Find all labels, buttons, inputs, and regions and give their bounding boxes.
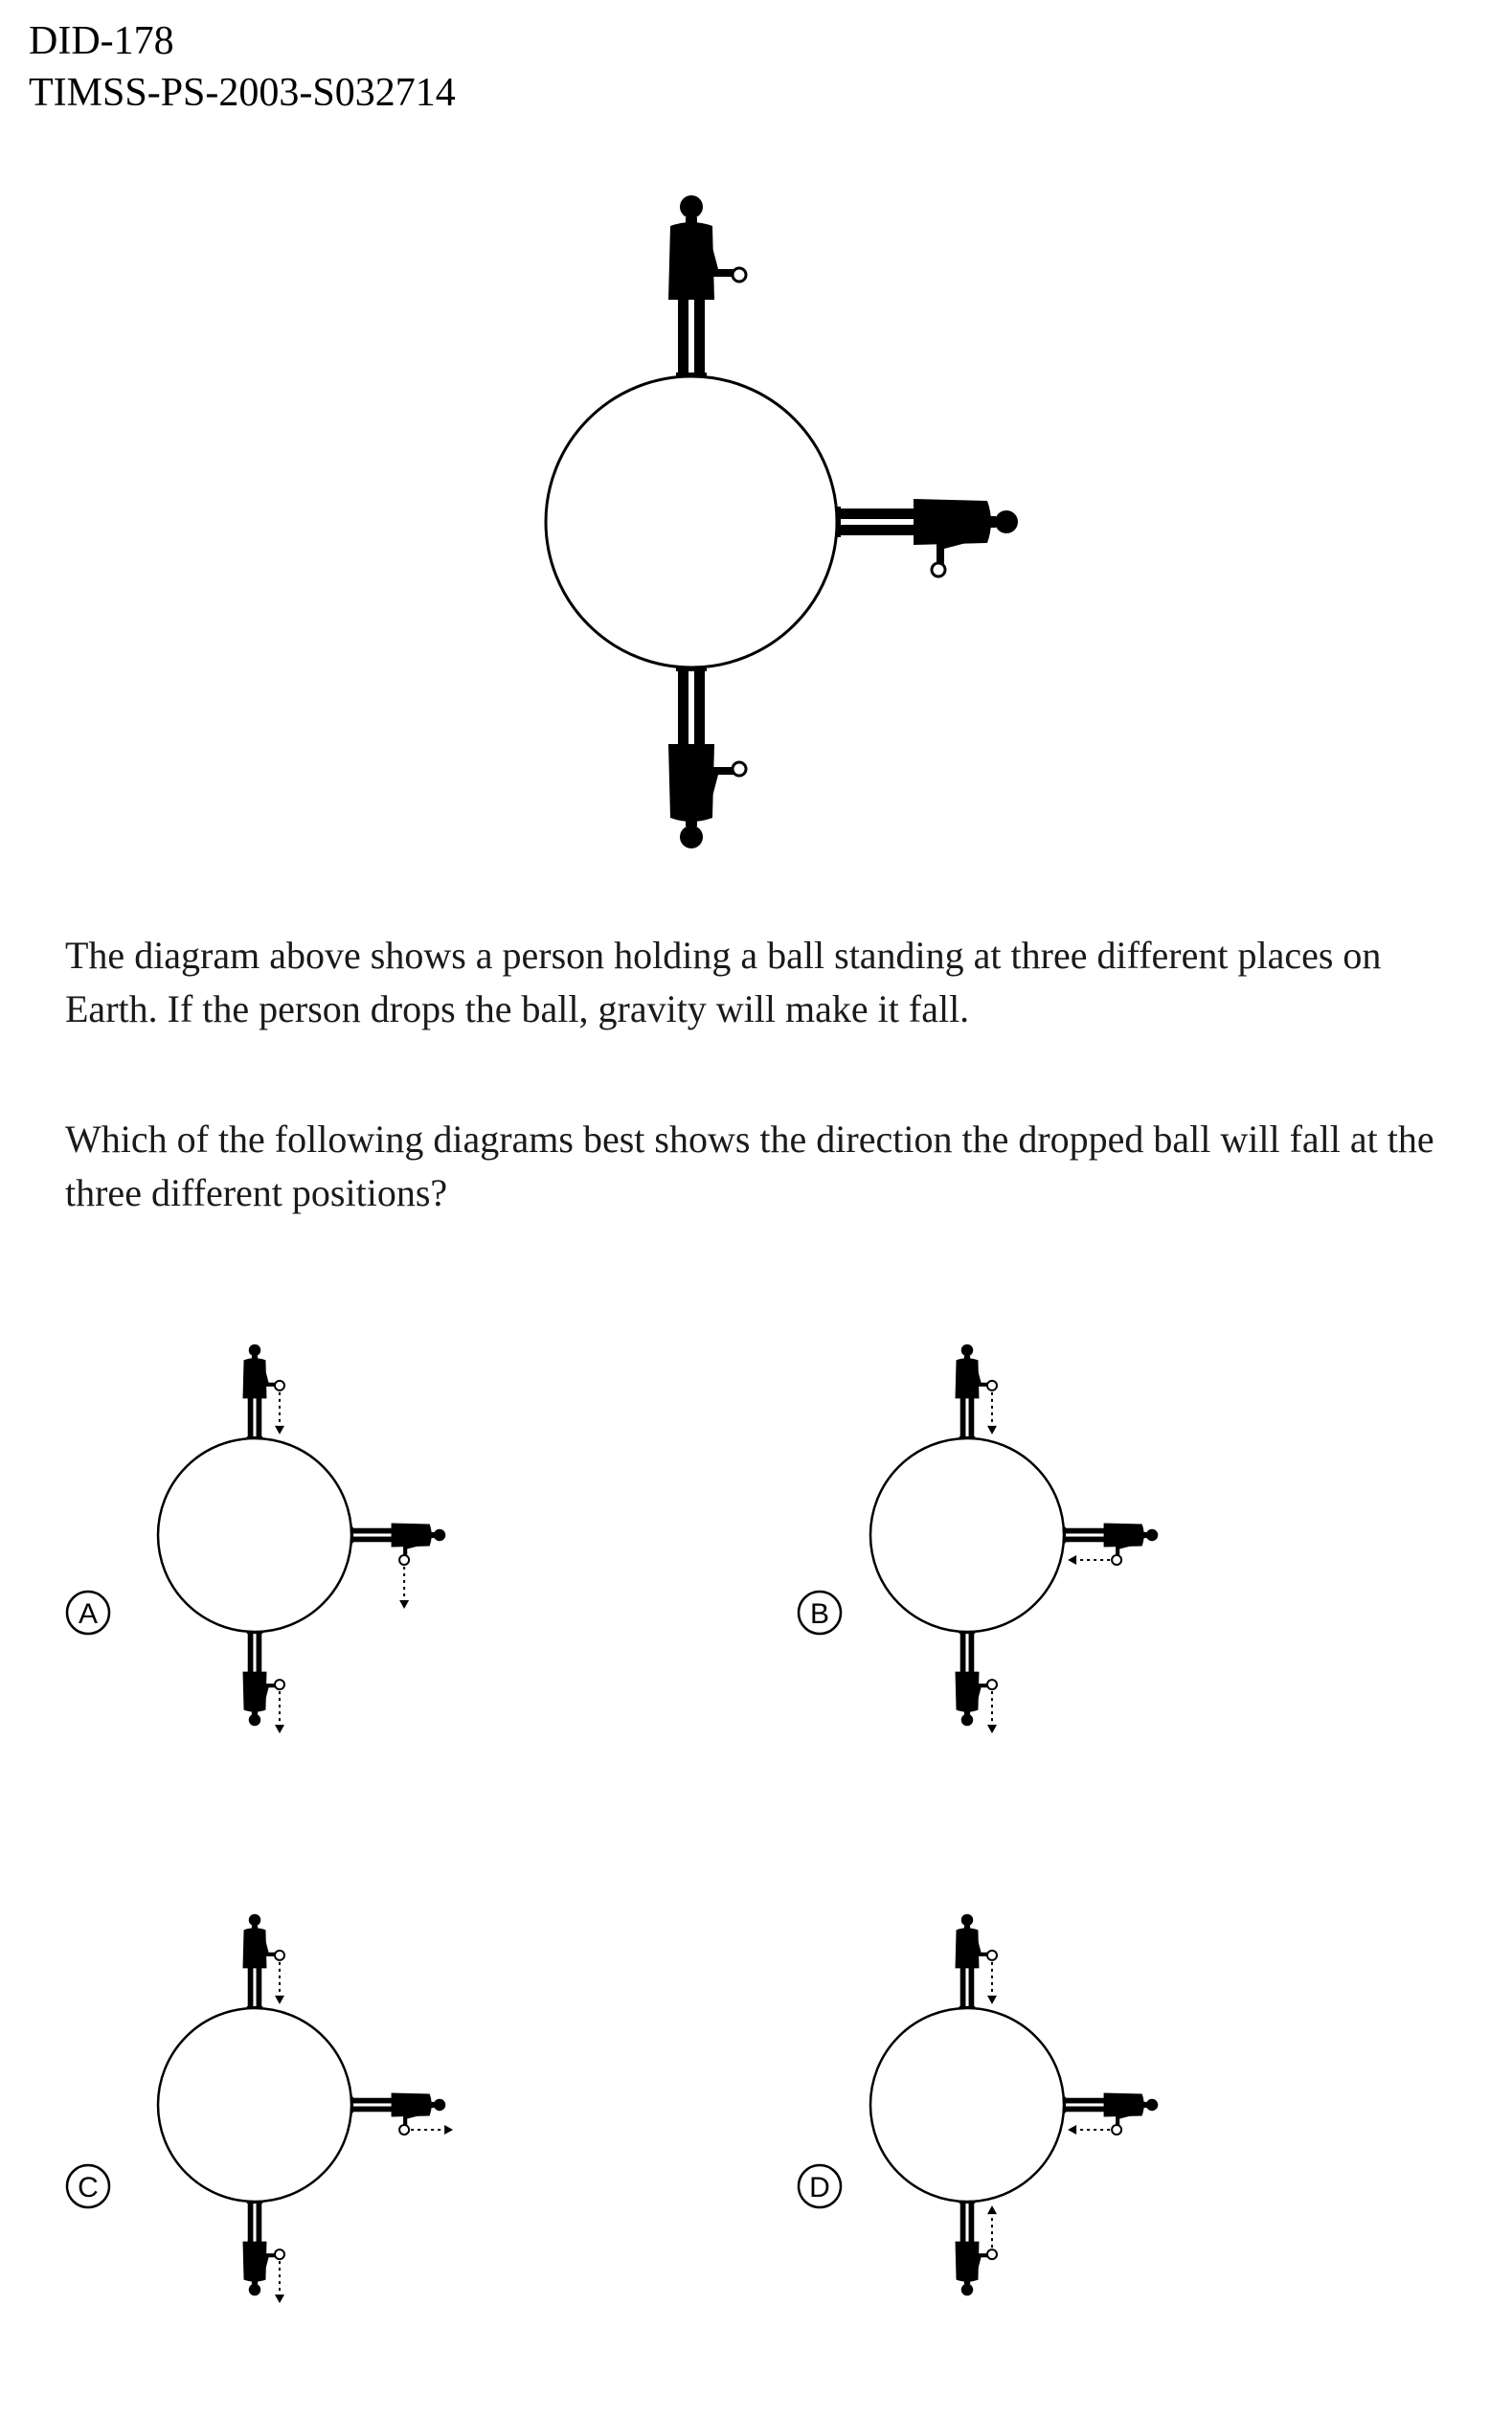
person-right <box>836 499 1018 578</box>
option-label-b[interactable]: B <box>797 1590 843 1636</box>
person-right <box>1063 2092 1159 2135</box>
ball <box>930 561 947 578</box>
option-d[interactable]: D <box>797 1913 1159 2296</box>
arrow-right <box>1068 1554 1123 1566</box>
option-letter: B <box>810 1598 829 1630</box>
ball <box>731 760 748 778</box>
option-label-a[interactable]: A <box>65 1590 111 1636</box>
person-top <box>242 1344 284 1439</box>
person-bottom <box>242 1631 284 1727</box>
person-bottom <box>955 2201 997 2296</box>
earth-circle <box>156 1436 353 1634</box>
question-paragraph-1: The diagram above shows a person holding… <box>65 934 1382 1030</box>
option-letter: D <box>809 2172 830 2203</box>
earth-circle <box>869 2006 1066 2203</box>
option-label-c[interactable]: C <box>65 2163 111 2209</box>
earth-circle <box>156 2006 353 2203</box>
person-bottom <box>955 1631 997 1727</box>
option-c[interactable]: C <box>65 1913 454 2304</box>
option-letter: A <box>79 1598 98 1630</box>
person-bottom <box>242 2201 284 2296</box>
arrow-top <box>986 1949 998 2004</box>
person-right <box>350 1523 446 1565</box>
earth-circle <box>544 374 839 669</box>
arrow-top <box>274 1949 285 2004</box>
header: DID-178 TIMSS-PS-2003-S032714 <box>29 15 456 119</box>
item-id: DID-178 <box>29 19 174 63</box>
arrow-right <box>1068 2124 1123 2136</box>
person-top <box>955 1344 997 1439</box>
person-right <box>1063 1523 1159 1565</box>
person-top <box>668 195 748 377</box>
question-paragraph-2: Which of the following diagrams best sho… <box>65 1118 1434 1214</box>
item-code: TIMSS-PS-2003-S032714 <box>29 71 456 115</box>
ball <box>731 266 748 283</box>
option-letter: C <box>78 2172 99 2203</box>
earth-circle <box>869 1436 1066 1634</box>
arrow-top <box>986 1379 998 1435</box>
arrow-right <box>398 1554 411 1609</box>
arrow-top <box>274 1379 285 1435</box>
person-right <box>350 2092 446 2135</box>
person-bottom <box>668 667 748 848</box>
person-top <box>955 1913 997 2009</box>
person-top <box>242 1913 284 2009</box>
option-label-d[interactable]: D <box>797 2163 843 2209</box>
arrow-bottom <box>274 2249 285 2304</box>
arrow-bottom <box>274 1679 285 1734</box>
arrow-bottom <box>986 2205 998 2261</box>
option-b[interactable]: B <box>797 1344 1159 1734</box>
arrow-right <box>398 2124 454 2136</box>
question-diagram <box>544 195 1018 848</box>
arrow-bottom <box>986 1679 998 1734</box>
option-a[interactable]: A <box>65 1344 446 1734</box>
